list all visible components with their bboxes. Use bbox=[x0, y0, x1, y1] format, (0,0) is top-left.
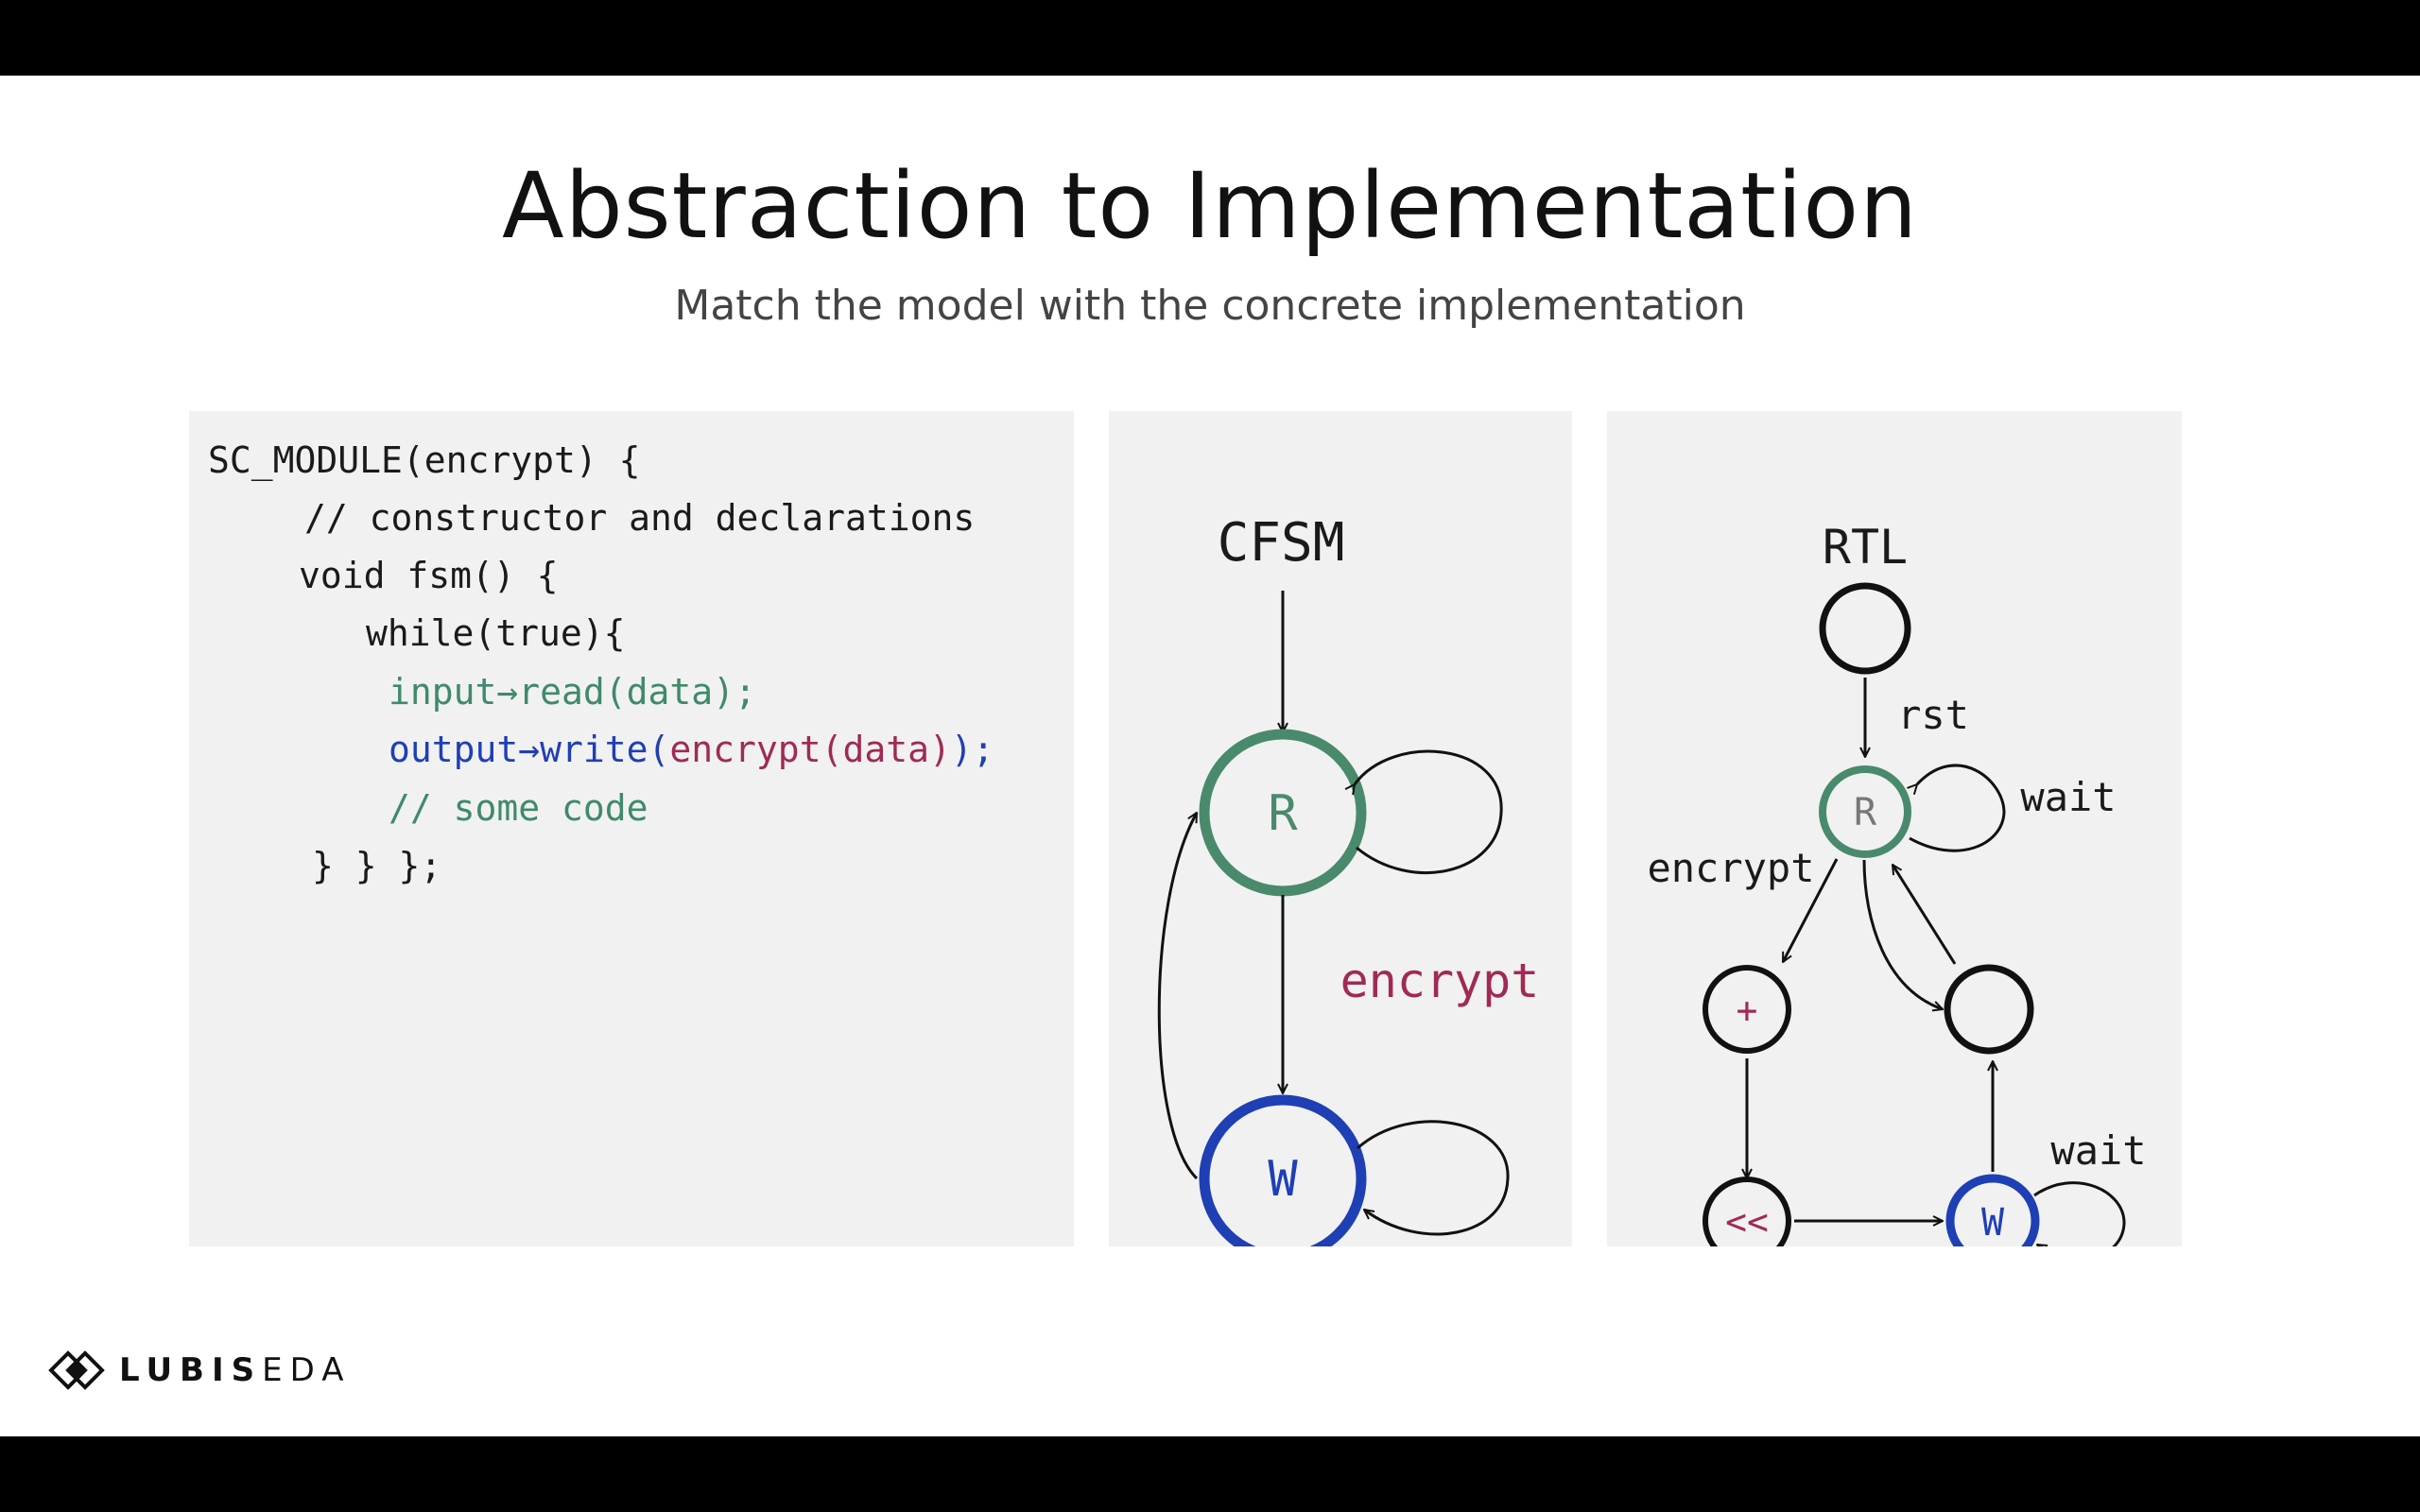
code-line-6: output→write(encrypt(data)); bbox=[389, 729, 994, 770]
rtl-state-plus-label: + bbox=[1737, 989, 1758, 1031]
cfsm-state-w-label: W bbox=[1268, 1151, 1298, 1208]
code-line-6-encrypt: encrypt(data) bbox=[669, 729, 951, 770]
company-name-bold: LUBIS bbox=[119, 1351, 263, 1389]
code-panel: SC_MODULE(encrypt) { // constructor and … bbox=[189, 411, 1074, 1246]
rtl-wait-label-bottom: wait bbox=[2050, 1127, 2146, 1174]
rtl-state-w-label: W bbox=[1981, 1201, 2005, 1245]
rtl-r-self-loop bbox=[1910, 764, 2006, 852]
rtl-rst-label: rst bbox=[1897, 692, 1969, 738]
rtl-title: RTL bbox=[1823, 520, 1908, 575]
diamond-logo-icon bbox=[48, 1350, 105, 1390]
rtl-state-plus bbox=[1703, 965, 1791, 1054]
slide-title: Abstraction to Implementation bbox=[502, 153, 1918, 259]
code-line-5: input→read(data); bbox=[389, 671, 756, 713]
rtl-blank-to-r-arrow bbox=[1891, 865, 1957, 965]
code-line-3: void fsm() { bbox=[299, 555, 559, 596]
code-line-2: // constructor and declarations bbox=[304, 497, 976, 539]
rtl-wait-label-top: wait bbox=[2020, 774, 2116, 820]
rtl-state-shift-label: << bbox=[1725, 1201, 1769, 1243]
rtl-panel: RTL rst R wait encrypt + << W wait bbox=[1607, 411, 2182, 1268]
rtl-state-blank bbox=[1944, 964, 2034, 1055]
rtl-r-to-blank-arrow bbox=[1862, 859, 1943, 1009]
rtl-r-to-plus-arrow bbox=[1781, 858, 1839, 962]
cfsm-panel: CFSM R encrypt W bbox=[1109, 411, 1572, 1263]
rtl-init-state bbox=[1819, 582, 1911, 675]
cfsm-diagram: CFSM R encrypt W bbox=[1157, 512, 1540, 1263]
rtl-state-r bbox=[1819, 765, 1911, 858]
code-line-8: } } }; bbox=[312, 845, 442, 886]
rtl-state-r-label: R bbox=[1854, 791, 1877, 834]
cfsm-state-r-label: R bbox=[1268, 785, 1298, 842]
cfsm-w-self-loop bbox=[1357, 1120, 1510, 1236]
rtl-diagram: RTL rst R wait encrypt + << W wait bbox=[1647, 520, 2147, 1268]
code-line-6-output: output→write( bbox=[389, 729, 670, 770]
slide-subtitle: Match the model with the concrete implem… bbox=[674, 282, 1746, 330]
company-name: LUBISEDA bbox=[119, 1351, 351, 1389]
cfsm-w-to-r-arrow bbox=[1157, 813, 1199, 1180]
cfsm-r-self-loop bbox=[1355, 749, 1503, 875]
code-line-4: while(true){ bbox=[366, 612, 626, 654]
rtl-encrypt-label: encrypt bbox=[1647, 845, 1814, 891]
cfsm-edge-label: encrypt bbox=[1340, 954, 1540, 1008]
cfsm-title: CFSM bbox=[1218, 512, 1345, 574]
company-logo: LUBISEDA bbox=[47, 1342, 351, 1399]
code-line-1: SC_MODULE(encrypt) { bbox=[208, 439, 641, 481]
cfsm-state-r bbox=[1199, 729, 1367, 897]
company-name-light: EDA bbox=[262, 1351, 352, 1389]
code-line-6-close: ); bbox=[950, 729, 994, 770]
rtl-w-self-loop bbox=[2033, 1181, 2126, 1261]
code-line-7: // some code bbox=[389, 787, 648, 829]
slide: Abstraction to Implementation Match the … bbox=[0, 76, 2420, 1436]
